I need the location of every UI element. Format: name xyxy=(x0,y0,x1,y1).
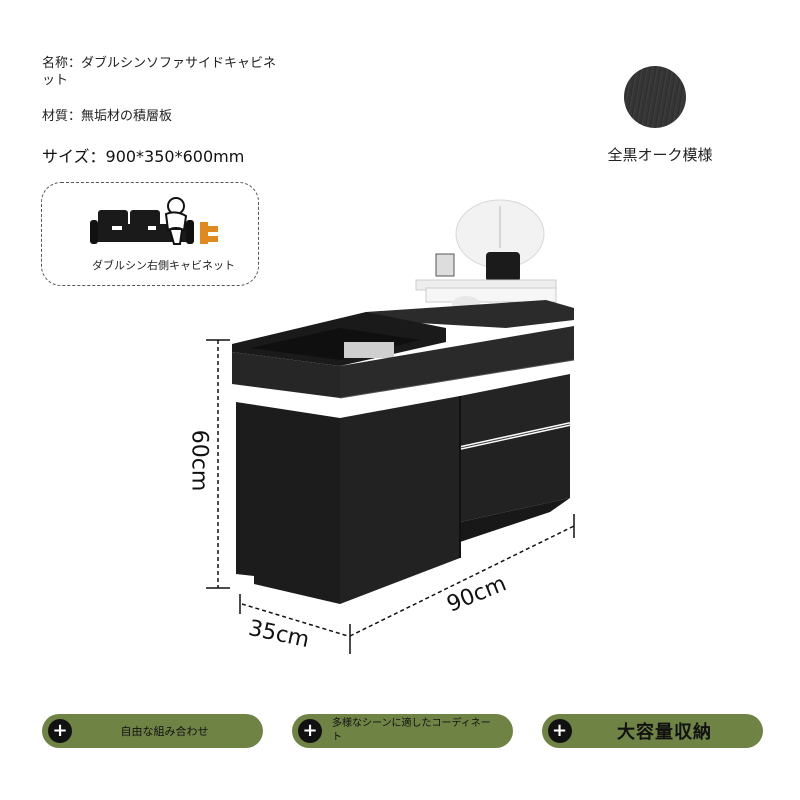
black-side-cabinet-illustration xyxy=(206,199,575,654)
sofa-side-cabinet-icon xyxy=(90,197,218,245)
feature-label: 大容量収納 xyxy=(617,722,712,743)
product-material: 材質：無垢材の積層板 xyxy=(42,109,173,124)
plus-icon: + xyxy=(298,719,322,743)
product-size: サイズ：900*350*600mm xyxy=(42,147,245,166)
feature-free-combination: + 自由な組み合わせ xyxy=(42,714,263,748)
feature-large-storage: + 大容量収納 xyxy=(542,714,763,748)
plus-icon: + xyxy=(548,719,572,743)
variant-badge xyxy=(41,182,259,286)
height-dimension-label: 60cm xyxy=(186,429,212,492)
plus-icon: + xyxy=(48,719,72,743)
variant-badge-label: ダブルシン右側キャビネット xyxy=(92,259,235,272)
product-name: 名称：ダブルシンソファサイドキャビネット xyxy=(42,56,277,88)
feature-label: 自由な組み合わせ xyxy=(120,725,209,738)
feature-label: 多様なシーンに適したコーディネート xyxy=(332,718,491,743)
color-swatch-label: 全黒オーク模様 xyxy=(607,146,713,164)
color-swatch[interactable] xyxy=(624,66,686,128)
feature-versatile-coordination: + 多様なシーンに適したコーディネート xyxy=(292,714,513,748)
